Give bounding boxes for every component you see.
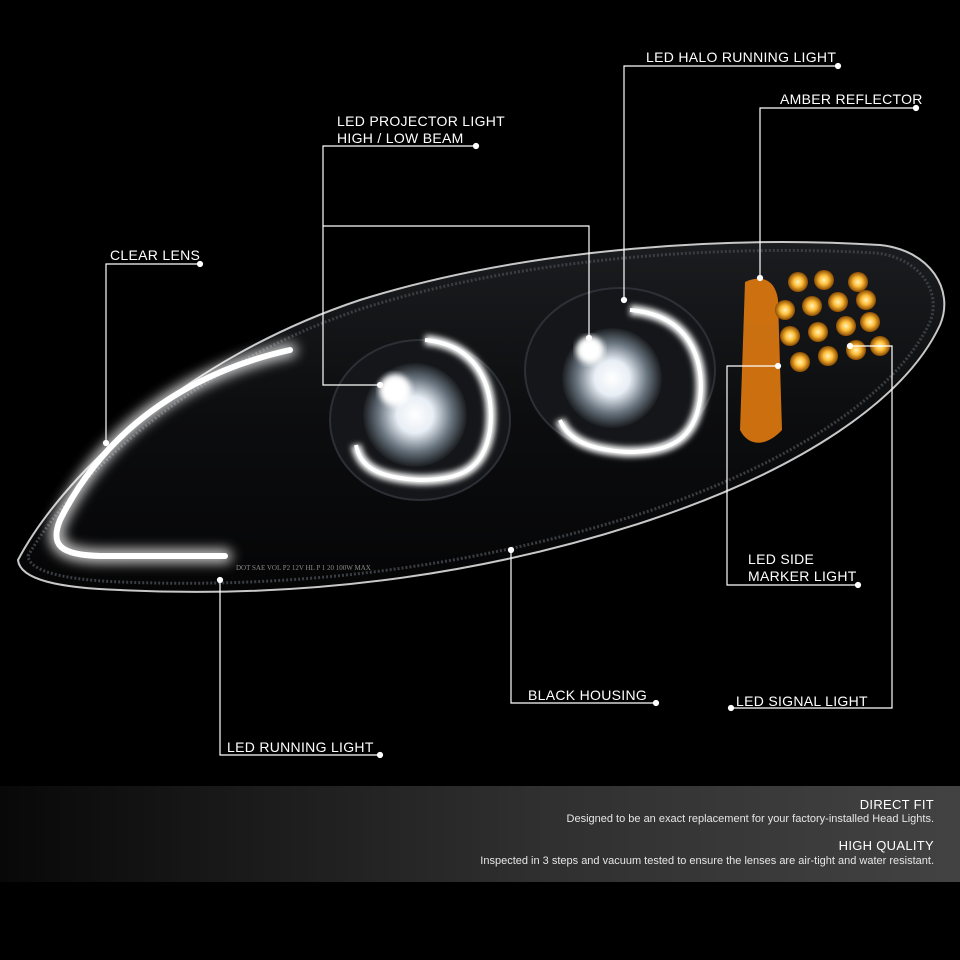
label-marker-light: MARKER LIGHT	[748, 568, 857, 584]
label-high-low-beam: HIGH / LOW BEAM	[337, 130, 464, 146]
label-clear-lens: CLEAR LENS	[110, 247, 201, 263]
label-amber-reflector: AMBER REFLECTOR	[780, 91, 923, 107]
feature-band: DIRECT FIT Designed to be an exact repla…	[0, 786, 960, 882]
projector-lens-right	[562, 328, 662, 428]
housing-trim	[26, 248, 935, 585]
label-black-housing: BLACK HOUSING	[528, 687, 648, 703]
lens-marking: DOT SAE VOL P2 12V HL P 1 20 100W MAX	[236, 564, 371, 572]
label-led-projector-light: LED PROJECTOR LIGHT	[337, 113, 506, 129]
feature-title-high-quality: HIGH QUALITY	[838, 838, 934, 853]
label-led-signal-light: LED SIGNAL LIGHT	[736, 693, 868, 709]
projector-lens-left	[363, 363, 467, 467]
feature-title-direct-fit: DIRECT FIT	[859, 797, 934, 812]
label-led-side: LED SIDE	[748, 551, 815, 567]
callout-leaders	[102, 62, 920, 759]
label-led-halo-running-light: LED HALO RUNNING LIGHT	[646, 49, 837, 65]
feature-text-high-quality: Inspected in 3 steps and vacuum tested t…	[480, 855, 934, 867]
label-led-running-light: LED RUNNING LIGHT	[227, 739, 374, 755]
signal-led-cluster	[775, 270, 890, 372]
amber-reflector	[740, 278, 782, 443]
feature-text-direct-fit: Designed to be an exact replacement for …	[566, 813, 934, 825]
